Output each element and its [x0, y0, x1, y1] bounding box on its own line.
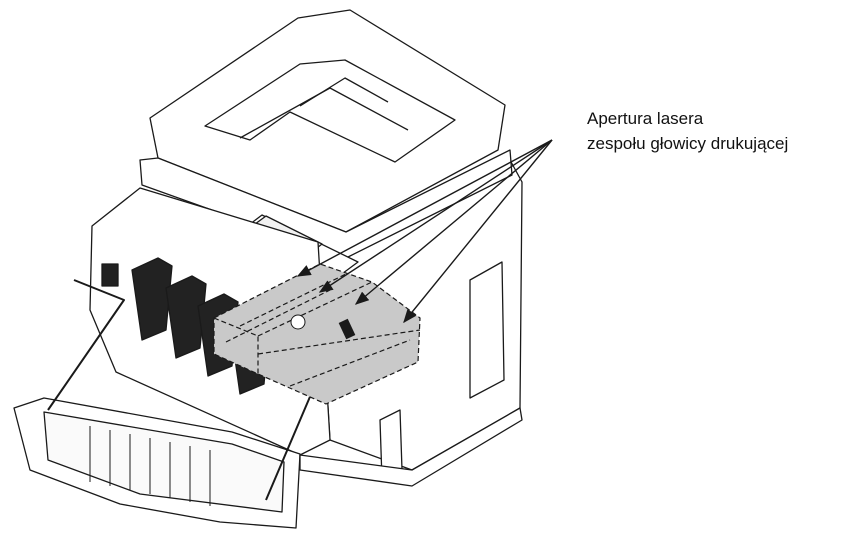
label-line-1: Apertura lasera	[587, 109, 704, 128]
arrow-3	[354, 139, 553, 305]
label-line-2: zespołu głowicy drukującej	[587, 134, 789, 153]
arrow-1	[296, 139, 553, 277]
arrow-4	[403, 139, 553, 324]
laser-aperture-label: Apertura lasera zespołu głowicy drukując…	[587, 106, 788, 156]
arrow-2	[318, 139, 553, 293]
adf-tray	[204, 59, 456, 163]
callout-arrows	[296, 139, 553, 324]
